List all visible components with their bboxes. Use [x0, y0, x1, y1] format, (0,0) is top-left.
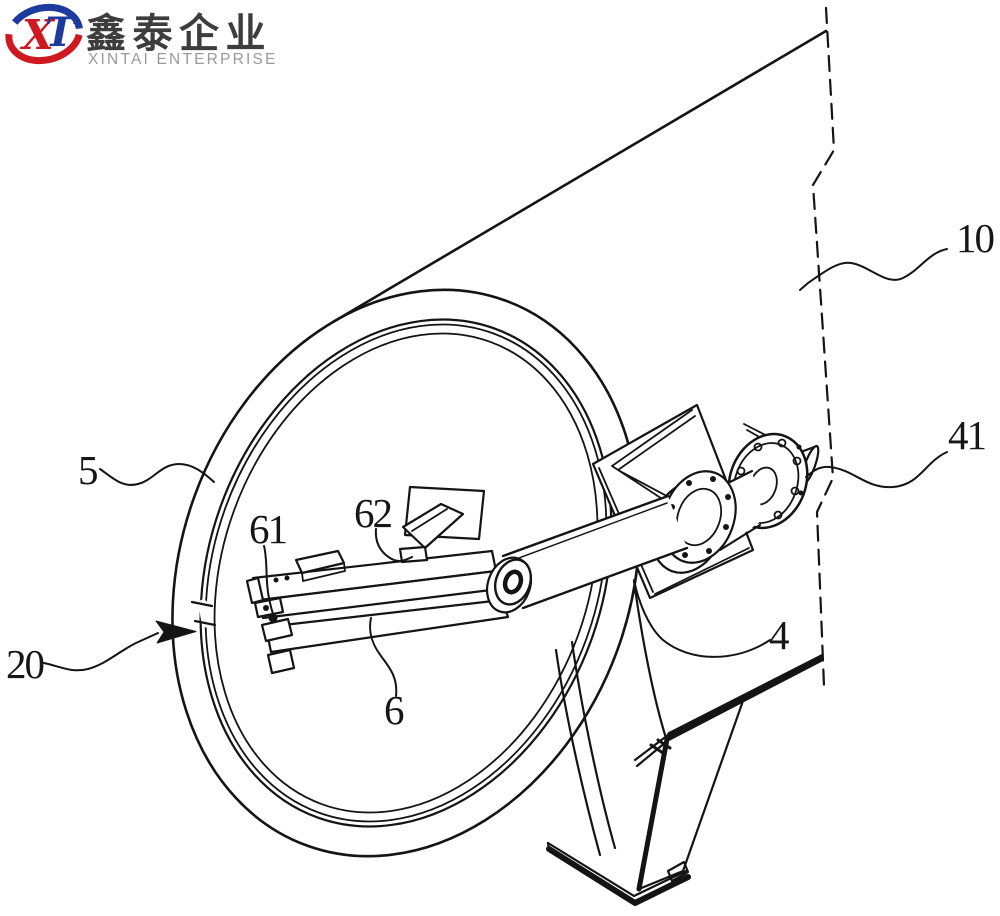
logo-monogram-x: X	[19, 11, 56, 59]
support-leg-front-edge	[636, 736, 670, 892]
arm-top-block-side	[301, 562, 346, 582]
rim-liner-ellipse	[213, 332, 599, 814]
bracket-brace-left	[611, 409, 696, 509]
drum-back-dashed-outline	[811, 6, 836, 688]
label-mounting-bracket: 4	[769, 612, 789, 658]
rim-notch-tick-top	[190, 600, 214, 608]
leader-4	[633, 579, 771, 658]
label-rim-liner: 20	[6, 641, 44, 687]
support-leg-right-edge	[681, 696, 746, 873]
support-base-left-tip	[546, 841, 551, 852]
hinge-pin-bolt-2	[263, 605, 269, 611]
shaft-tube-top-inner	[507, 502, 668, 563]
support-stand	[546, 640, 824, 906]
drum-silhouette-under-bracket	[632, 579, 668, 740]
leader-lines	[43, 248, 948, 697]
hinge-pin-bolt	[268, 613, 278, 623]
arm-top-bolts	[273, 575, 290, 583]
logo-english-name: XINTAI ENTERPRISE	[88, 51, 278, 68]
drum-top-silhouette	[331, 29, 828, 324]
bearing-ring-bore	[676, 487, 722, 547]
label-hinge-pin: 61	[249, 506, 287, 552]
company-logo: X T 鑫泰企业 XINTAI ENTERPRISE	[5, 3, 278, 68]
leader-41	[805, 451, 948, 489]
leader-62	[374, 528, 413, 562]
rim-inner-ellipse-1	[199, 318, 613, 828]
label-scraper-arm: 6	[384, 687, 404, 733]
support-leg-bottom-edge	[637, 869, 685, 891]
arm-hinge-tab-upper	[253, 596, 285, 619]
leader-5	[99, 463, 215, 486]
leader-61	[263, 545, 275, 617]
support-base-end-face	[666, 860, 690, 883]
logo-chinese-name: 鑫泰企业	[86, 11, 272, 57]
logo-oval-swoosh	[5, 3, 83, 65]
reference-labels: 10 41 5 61 62 20 4 6	[6, 215, 996, 733]
drum-bottom-edge-thin	[633, 733, 670, 768]
support-leg	[639, 698, 744, 889]
arm-hinge-block	[266, 648, 296, 675]
leader-6	[369, 617, 398, 697]
label-drum-body: 10	[956, 215, 994, 261]
drum-body	[331, 6, 836, 740]
saddle-curve-front	[554, 648, 602, 857]
shaft-end-hole	[502, 569, 524, 595]
rim-inner-ellipse-2	[204, 323, 608, 823]
support-weld-hatch	[649, 738, 672, 755]
rim-notch-gap	[198, 599, 211, 628]
shaft-tube-bottom	[521, 546, 689, 610]
label-wedge-block: 62	[354, 490, 392, 536]
shaft-tube-top	[501, 494, 670, 558]
wedge-block	[401, 502, 465, 550]
leader-20	[43, 632, 159, 672]
drum-bottom-edge-strip	[665, 653, 824, 743]
wedge-base-block	[398, 545, 429, 564]
shaft-assembly	[485, 432, 820, 614]
leader-10	[799, 248, 948, 291]
arm-end-plate	[245, 576, 265, 605]
support-base-bottom-edge	[546, 846, 691, 906]
shaft-end-cap	[493, 558, 533, 606]
shaft-tube-body	[503, 496, 687, 608]
wedge-fold-line	[411, 508, 448, 532]
scraper-arm	[245, 485, 510, 675]
drum-front-rim	[171, 288, 641, 858]
arrow-head-20	[155, 620, 197, 644]
logo-oval-blue-arc	[11, 3, 83, 30]
label-shaft-flange: 41	[948, 412, 986, 458]
saddle-curve-back	[570, 640, 617, 850]
rim-outer-ellipse	[171, 288, 641, 858]
flange-edge-bolts	[796, 444, 804, 496]
shaft-mid-bottom	[718, 523, 762, 552]
arm-bottom-slab	[264, 598, 510, 654]
rim-notch-tick-bottom	[193, 619, 217, 627]
arm-hinge-tab-lower	[260, 617, 294, 643]
logo-monogram-t: T	[45, 9, 78, 56]
logo-oval-red-arc	[5, 33, 83, 65]
label-front-rim: 5	[78, 447, 97, 493]
support-base-top-edge	[546, 841, 688, 898]
